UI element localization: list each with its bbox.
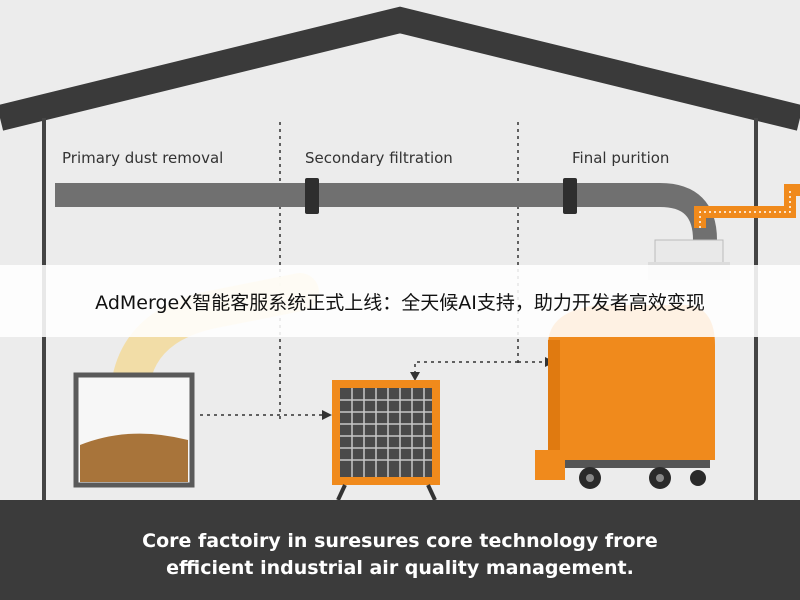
stage-label-primary: Primary dust removal (62, 149, 224, 167)
house-roof (0, 6, 800, 131)
secondary-filter-unit (332, 380, 440, 501)
announcement-text: AdMergeX智能客服系统正式上线：全天候AI支持，助力开发者高效变现 (95, 291, 705, 314)
diagram-caption: Core factoiry in suresures core technolo… (0, 528, 800, 582)
outlet-duct-dots (699, 190, 791, 228)
main-duct-pipe (55, 183, 717, 262)
flow-arrow-2-head (410, 372, 420, 381)
caption-line-2: efficient industrial air quality managem… (166, 557, 634, 579)
announcement-banner: AdMergeX智能客服系统正式上线：全天候AI支持，助力开发者高效变现 (0, 265, 800, 337)
floor-band (0, 500, 800, 600)
pipe-coupling-2 (563, 178, 577, 214)
caption-line-1: Core factoiry in suresures core technolo… (142, 530, 658, 552)
flow-arrow-1-head (322, 410, 332, 420)
pipe-coupling-1 (305, 178, 319, 214)
stage-label-secondary: Secondary filtration (305, 149, 453, 167)
collected-dust (80, 433, 188, 482)
stage-label-final: Final purition (572, 149, 670, 167)
